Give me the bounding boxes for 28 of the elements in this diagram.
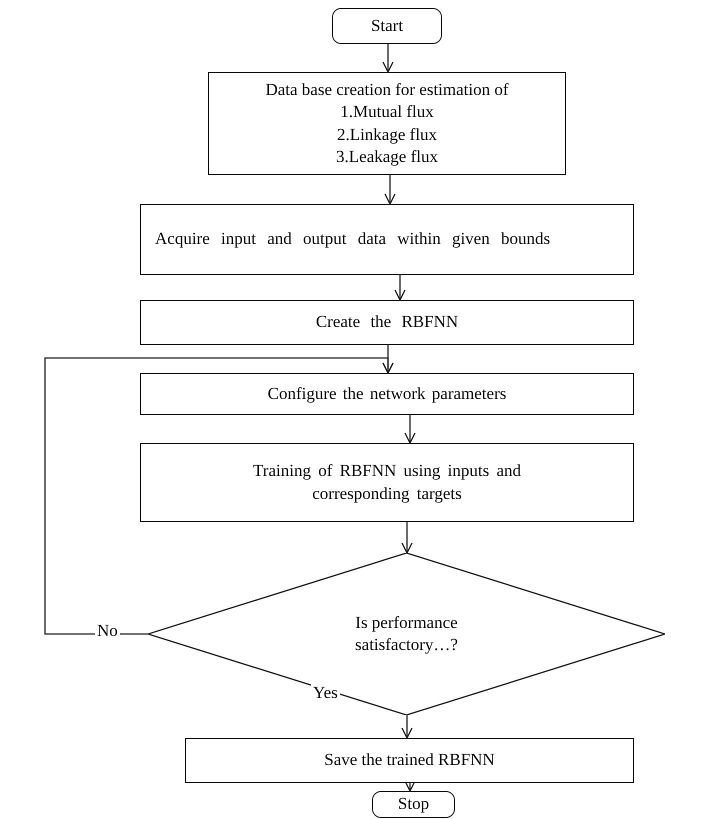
node-label: 2.Linkage flux: [336, 124, 438, 146]
process-box: [140, 443, 634, 522]
node-label: Stop: [398, 793, 430, 816]
arrow: [384, 175, 396, 205]
node-label: Data base creation for estimation of: [265, 79, 509, 102]
start-terminal: [332, 8, 442, 44]
arrow: [394, 275, 406, 301]
process-box: [140, 204, 634, 275]
node-label: Is performance satisfactory…?: [354, 612, 459, 656]
arrow: [401, 715, 413, 739]
node-label: Acquire input and output data within given bounds: [155, 228, 550, 250]
node-label: Create the RBFNN: [316, 311, 458, 334]
stop-terminal: [372, 791, 455, 818]
arrow: [401, 522, 413, 554]
process-box: [208, 72, 566, 175]
decision-diamond: [148, 553, 665, 715]
process-box: [185, 738, 634, 783]
node-label: Start: [370, 14, 404, 37]
arrow: [44, 357, 394, 635]
node-label: Save the trained RBFNN: [324, 749, 495, 772]
node-label: 3.Leakage flux: [336, 146, 438, 168]
process-box: [140, 300, 634, 345]
node-label: 1.Mutual flux: [340, 101, 434, 124]
arrow: [404, 415, 416, 444]
process-box: [140, 373, 634, 415]
node-label: Configure the network parameters: [268, 382, 506, 405]
node-label: Training of RBFNN using inputs and corresponding targets: [252, 460, 522, 505]
arrow: [382, 44, 394, 73]
